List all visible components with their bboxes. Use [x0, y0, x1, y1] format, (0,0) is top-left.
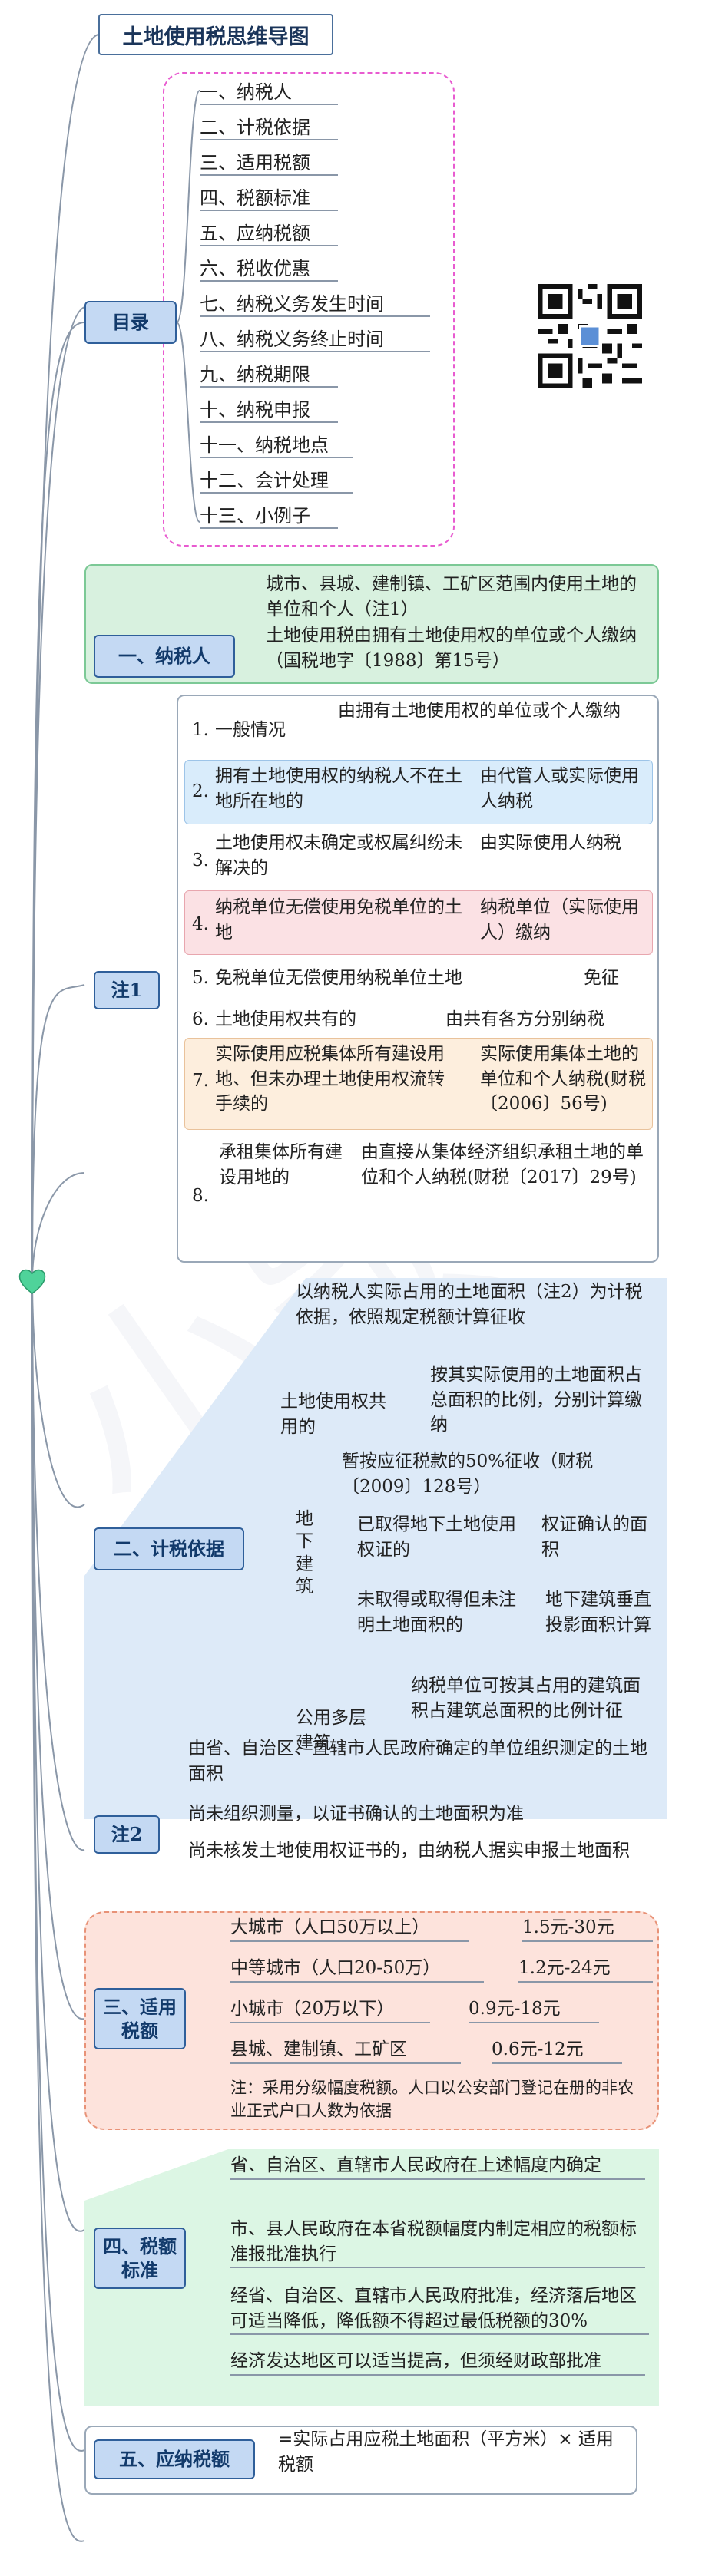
- toc-item[interactable]: 八、纳税义务终止时间: [200, 324, 430, 352]
- note1-number: 2.: [192, 781, 209, 801]
- s2-cert-label: 已取得地下土地使用权证的: [357, 1514, 516, 1560]
- toc-item[interactable]: 一、纳税人: [200, 77, 338, 105]
- s2-main: 以纳税人实际占用的土地面积（注2）为计税依据，依照规定税额计算征收: [296, 1282, 643, 1327]
- note1-number: 3.: [192, 850, 209, 870]
- s3-rate: 0.6元-12元: [492, 2037, 622, 2064]
- s2-nocert-label: 未取得或取得但未注明土地面积的: [357, 1590, 516, 1635]
- note1-condition: 承租集体所有建设用地的: [219, 1142, 343, 1187]
- map-title: 土地使用税思维导图: [98, 14, 333, 55]
- heart-icon: [18, 1269, 46, 1294]
- s3-rate: 0.9元-18元: [469, 1996, 599, 2023]
- note1-result: 由拥有土地使用权的单位或个人缴纳: [338, 701, 621, 721]
- toc-item[interactable]: 五、应纳税额: [200, 218, 338, 246]
- qr-code-icon: [538, 284, 642, 388]
- s1-item: 城市、县城、建制镇、工矿区范围内使用土地的单位和个人（注1）: [266, 574, 637, 619]
- s2-note: 尚未组织测量，以证书确认的土地面积为准: [188, 1804, 524, 1824]
- s5-node[interactable]: 五、应纳税额: [94, 2439, 255, 2479]
- s2-underground-half: 暂按应征税款的50%征收（财税〔2009〕128号）: [342, 1451, 594, 1497]
- toc-node[interactable]: 目录: [84, 301, 177, 344]
- note1-node[interactable]: 注1: [94, 971, 160, 1009]
- note1-row-bg: [184, 760, 653, 824]
- toc-item[interactable]: 九、纳税期限: [200, 359, 338, 388]
- s4-item: 经济发达地区可以适当提高，但须经财政部批准: [230, 2349, 645, 2376]
- note1-result: 由代管人或实际使用人纳税: [480, 766, 639, 811]
- s3-node[interactable]: 三、适用税额: [94, 1988, 186, 2049]
- s3-rate: 1.2元-24元: [518, 1956, 653, 1983]
- toc-item[interactable]: 十、纳税申报: [200, 395, 338, 423]
- s3-rate: 1.5元-30元: [522, 1915, 653, 1942]
- note2-node[interactable]: 注2: [94, 1815, 160, 1854]
- toc-item[interactable]: 十三、小例子: [200, 500, 338, 529]
- s1-item: 土地使用税由拥有土地使用权的单位或个人缴纳（国税地字〔1988〕第15号）: [266, 626, 637, 671]
- s4-node[interactable]: 四、税额标准: [94, 2228, 186, 2289]
- s1-node[interactable]: 一、纳税人: [94, 635, 235, 678]
- s3-area: 大城市（人口50万以上）: [230, 1915, 469, 1942]
- note1-result: 纳税单位（实际使用人）缴纳: [480, 897, 639, 943]
- s4-item: 市、县人民政府在本省税额幅度内制定相应的税额标准报批准执行: [230, 2217, 645, 2269]
- note1-result: 由共有各方分别纳税: [445, 1009, 604, 1029]
- toc-item[interactable]: 三、适用税额: [200, 147, 338, 176]
- toc-item[interactable]: 四、税额标准: [200, 183, 338, 211]
- note1-row-bg: [184, 890, 653, 955]
- s3-area: 中等城市（人口20-50万）: [230, 1956, 484, 1983]
- note1-result: 实际使用集体土地的单位和个人纳税(财税〔2006〕56号): [480, 1044, 646, 1115]
- note1-row-bg: [184, 1038, 653, 1130]
- s2-multi-text: 纳税单位可按其占用的建筑面积占建筑总面积的比例计征: [411, 1676, 641, 1721]
- note1-result: 免征: [584, 968, 619, 988]
- note1-condition: 一般情况: [215, 720, 286, 740]
- note1-condition: 纳税单位无偿使用免税单位的土地: [215, 897, 462, 943]
- s2-node[interactable]: 二、计税依据: [94, 1527, 244, 1570]
- s2-nocert-text: 地下建筑垂直投影面积计算: [545, 1590, 651, 1635]
- s2-cert-text: 权证确认的面积: [541, 1514, 647, 1560]
- s3-note: 注：采用分级幅度税额。人口以公安部门登记在册的非农业正式户口人数为依据: [230, 2079, 634, 2120]
- note1-result: 由直接从集体经济组织承租土地的单位和个人纳税(财税〔2017〕29号): [361, 1142, 644, 1187]
- note1-condition: 实际使用应税集体所有建设用地、但未办理土地使用权流转手续的: [215, 1044, 445, 1115]
- note1-condition: 拥有土地使用权的纳税人不在土地所在地的: [215, 766, 462, 811]
- s1-panel: [84, 564, 659, 684]
- toc-item[interactable]: 二、计税依据: [200, 112, 338, 140]
- note1-condition: 土地使用权未确定或权属纠纷未解决的: [215, 833, 462, 878]
- s2-underground-label: 地下建筑: [296, 1509, 313, 1597]
- s2-note: 尚未核发土地使用权证书的，由纳税人据实申报土地面积: [188, 1841, 630, 1861]
- note1-number: 7.: [192, 1071, 209, 1091]
- toc-item[interactable]: 六、税收优惠: [200, 253, 338, 282]
- toc-item[interactable]: 十二、会计处理: [200, 465, 353, 494]
- s2-multi-label: 公用多层建筑: [296, 1708, 366, 1753]
- note1-result: 由实际使用人纳税: [480, 833, 621, 853]
- note1-number: 8.: [192, 1186, 209, 1206]
- note1-number: 4.: [192, 914, 209, 934]
- toc-item[interactable]: 十一、纳税地点: [200, 430, 353, 458]
- s3-area: 县城、建制镇、工矿区: [230, 2037, 461, 2064]
- s5-formula: =实际占用应税土地面积（平方米）× 适用税额: [278, 2429, 614, 2475]
- s4-item: 省、自治区、直辖市人民政府在上述幅度内确定: [230, 2153, 645, 2180]
- note1-number: 5.: [192, 968, 209, 988]
- s2-shared-text: 按其实际使用的土地面积占总面积的比例，分别计算缴纳: [430, 1365, 642, 1435]
- s4-item: 经省、自治区、直辖市人民政府批准，经济落后地区可适当降低，降低额不得超过最低税额…: [230, 2284, 649, 2336]
- note1-condition: 土地使用权共有的: [215, 1009, 356, 1029]
- note1-number: 1.: [192, 720, 209, 740]
- note1-condition: 免税单位无偿使用纳税单位土地: [215, 968, 462, 988]
- s3-area: 小城市（20万以下）: [230, 1996, 430, 2023]
- s2-note: 由省、自治区、直辖市人民政府确定的单位组织测定的土地面积: [188, 1739, 647, 1784]
- s2-shared-label: 土地使用权共用的: [280, 1392, 386, 1437]
- toc-item[interactable]: 七、纳税义务发生时间: [200, 289, 430, 317]
- note1-number: 6.: [192, 1009, 209, 1029]
